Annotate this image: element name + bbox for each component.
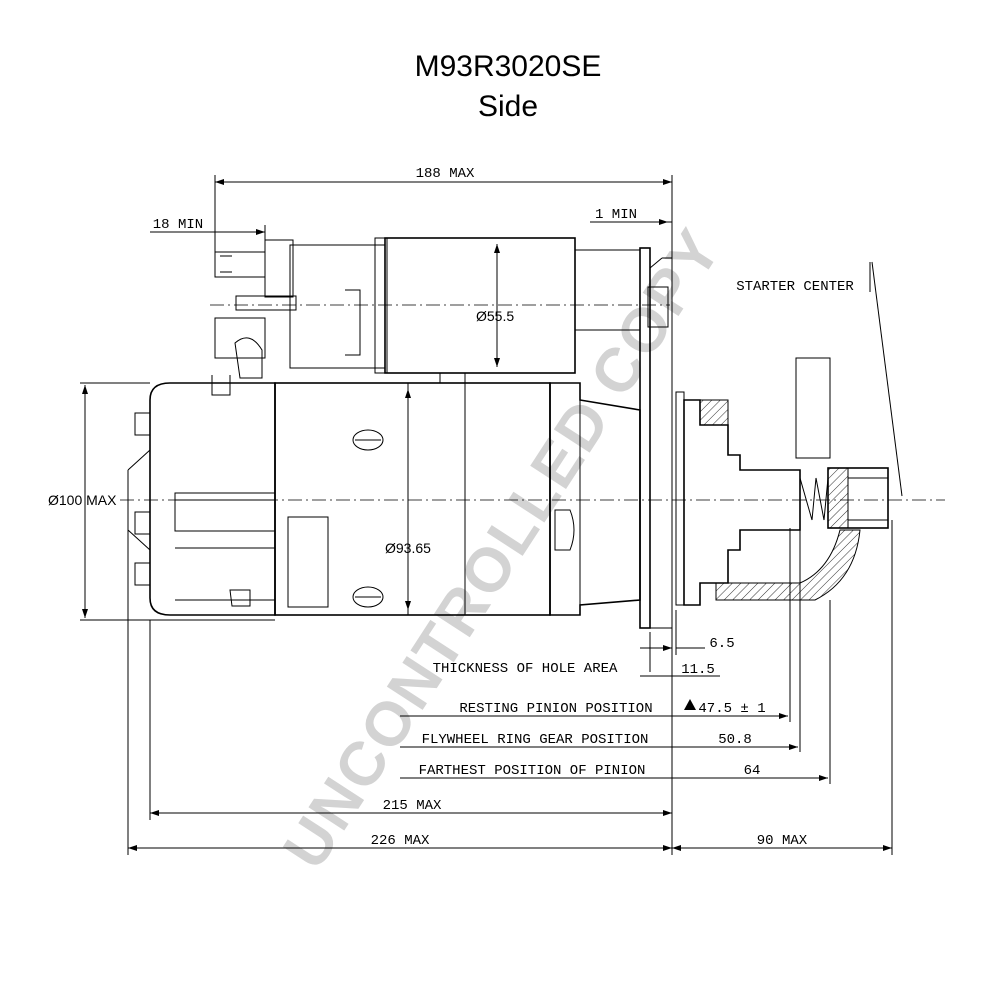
dim-overall-188: 188 MAX xyxy=(416,166,475,182)
label-starter-center: STARTER CENTER xyxy=(736,279,854,295)
dim-215-max: 215 MAX xyxy=(383,798,442,814)
drawing-title: M93R3020SE xyxy=(415,50,602,83)
label-farthest-pinion: FARTHEST POSITION OF PINION xyxy=(419,763,646,779)
dim-64: 64 xyxy=(744,763,761,779)
dim-50-8: 50.8 xyxy=(718,732,752,748)
label-flywheel-ring-gear: FLYWHEEL RING GEAR POSITION xyxy=(422,732,649,748)
triangle-icon xyxy=(684,699,696,710)
dim-18-min: 18 MIN xyxy=(153,217,203,233)
dim-226-max: 226 MAX xyxy=(371,833,430,849)
dim-dia-93: Ø93.65 xyxy=(385,540,431,556)
dim-dia-55: Ø55.5 xyxy=(476,308,514,324)
dim-1-min: 1 MIN xyxy=(595,207,637,223)
dim-11-5: 11.5 xyxy=(681,662,715,678)
dim-6-5: 6.5 xyxy=(709,636,734,652)
label-resting-pinion: RESTING PINION POSITION xyxy=(459,701,652,717)
dim-47-5: 47.5 ± 1 xyxy=(698,701,765,717)
dim-dia-100: Ø100 MAX xyxy=(48,492,117,508)
drawing-subtitle: Side xyxy=(478,90,538,123)
dimension-lines xyxy=(80,175,903,855)
label-thickness-hole-area: THICKNESS OF HOLE AREA xyxy=(433,661,618,677)
starter-body xyxy=(120,237,945,629)
dim-90-max: 90 MAX xyxy=(757,833,808,849)
